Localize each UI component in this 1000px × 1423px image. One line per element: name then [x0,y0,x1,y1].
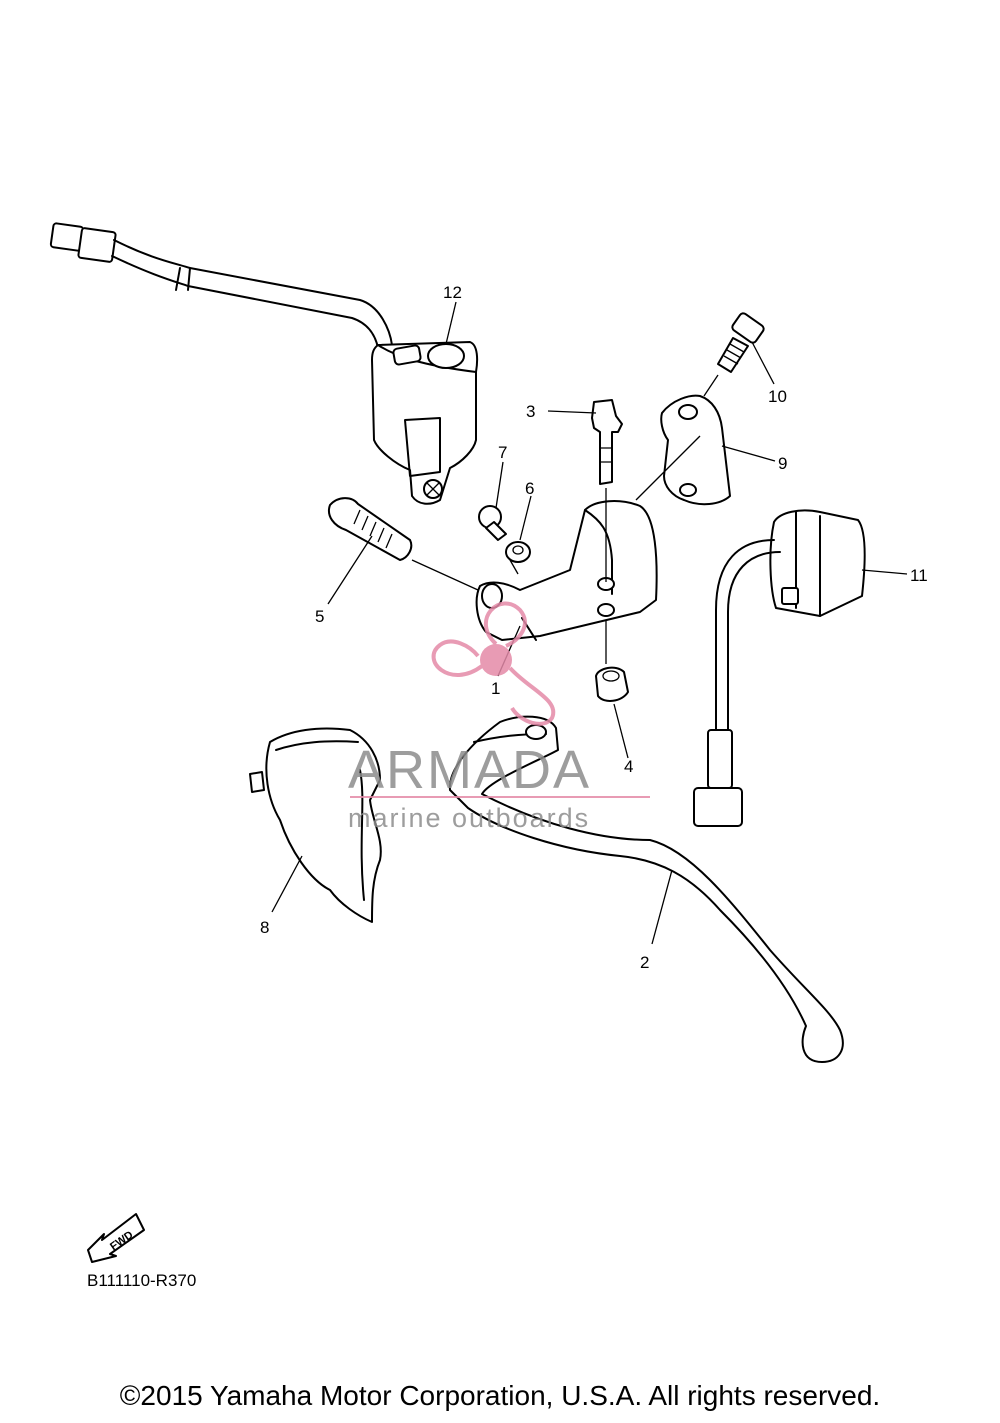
part-8-cover [249,727,382,923]
assembly-lines [411,374,719,664]
part-10-bolt [717,312,765,373]
part-1-bracket [475,500,658,641]
callout-3: 3 [526,402,535,421]
watermark-brand: ARMADA [348,740,591,800]
callout-5: 5 [315,607,324,626]
part-4-nut [595,666,629,702]
leader-lines [271,301,908,945]
part-7-screw [478,505,507,541]
callout-1: 1 [491,679,500,698]
callout-11: 11 [910,566,928,585]
callout-10: 10 [768,387,787,406]
callout-labels: 1 2 3 4 5 6 7 8 9 10 11 12 [260,283,928,972]
part-12-switch [49,222,479,505]
callout-7: 7 [498,443,507,462]
part-6-nut [505,541,531,563]
callout-8: 8 [260,918,269,937]
watermark-logo-icon [431,601,556,726]
part-5-adjuster [328,497,413,561]
watermark: ARMADA marine outboards [348,601,650,833]
part-11-switch [693,509,866,827]
callout-6: 6 [525,479,534,498]
part-9-clamp [660,394,731,506]
callout-9: 9 [778,454,787,473]
figure-code: B111110-R370 [87,1271,197,1290]
part-3-pivot-bolt [591,399,623,485]
callout-2: 2 [640,953,649,972]
copyright-notice: ©2015 Yamaha Motor Corporation, U.S.A. A… [119,1380,881,1411]
callout-4: 4 [624,757,633,776]
callout-12: 12 [443,283,462,302]
fwd-arrow-icon: FWD [87,1213,145,1263]
watermark-tagline: marine outboards [348,803,590,833]
